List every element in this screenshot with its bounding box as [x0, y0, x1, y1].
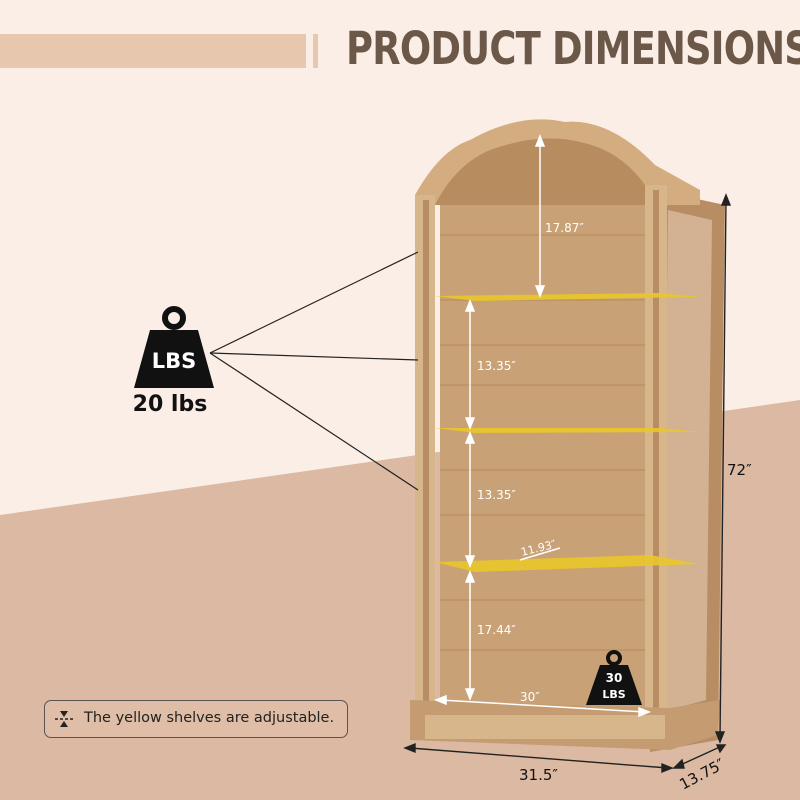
dim-inner-width: 30″: [520, 690, 540, 704]
dim-shelf-gap-1: 13.35″: [477, 359, 516, 373]
weight-icon: LBS: [134, 306, 214, 388]
cabinet-back-panel: [440, 180, 660, 710]
dim-bottom-clearance: 17.44″: [477, 623, 516, 637]
shelf-2: [435, 428, 700, 433]
shelf-1: [435, 293, 700, 301]
weight-icon-label: LBS: [152, 349, 197, 373]
dim-height: 72″: [727, 461, 752, 479]
wood-grain: [440, 234, 660, 651]
shelf-weight-icon: 30 LBS: [586, 650, 642, 705]
dim-shelf-gap-2: 13.35″: [477, 488, 516, 502]
title-accent-bar: [0, 34, 306, 68]
dim-width: 31.5″: [519, 766, 558, 784]
weight-value: 20 lbs: [132, 392, 208, 417]
outer-dimension-arrows: [403, 193, 732, 774]
shelf-weight-value: 30: [606, 671, 623, 685]
shelf-weight-unit: LBS: [602, 688, 625, 701]
title-accent-tick: [313, 34, 318, 68]
side-glass: [662, 210, 712, 712]
weight-pointer-lines: [209, 251, 419, 491]
shelves: [435, 293, 700, 572]
adjustable-note: The yellow shelves are adjustable.: [44, 700, 348, 738]
dim-top-clearance: 17.87″: [545, 221, 584, 235]
inner-dimension-arrows: [433, 133, 652, 718]
adjustable-note-text: The yellow shelves are adjustable.: [84, 710, 335, 726]
shelf-3: [435, 555, 700, 572]
page-title: PRODUCT DIMENSIONS: [346, 22, 800, 75]
adjust-arrows-icon: [55, 711, 73, 727]
